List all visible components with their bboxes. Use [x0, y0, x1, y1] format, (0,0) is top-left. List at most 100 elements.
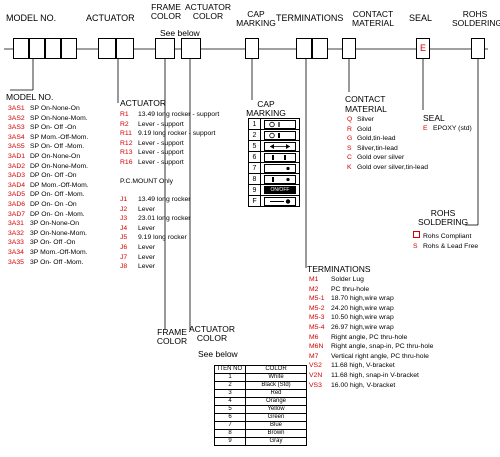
- cap-row: 1: [248, 118, 300, 130]
- termination-item-code: M1: [309, 276, 319, 283]
- color-table-heading: ITEN NO: [214, 365, 246, 374]
- pc-mount-item-desc: Lever: [138, 243, 156, 251]
- color-item-number: 2: [214, 381, 246, 390]
- color-name: Yellow: [245, 405, 307, 414]
- model-item-code: 3AD1: [8, 152, 26, 160]
- color-name: Orange: [245, 397, 307, 406]
- model-item-desc: 3P On- Off -On: [30, 239, 76, 247]
- cap-number: 6: [248, 151, 261, 163]
- color-name: Gray: [245, 437, 307, 446]
- model-item-desc: DP On- On -Mom.: [30, 210, 85, 218]
- code-box: [342, 38, 356, 59]
- code-box: [245, 38, 259, 59]
- model-item-desc: SP On-None-Mom.: [30, 114, 88, 122]
- contact-item-desc: Silver: [357, 116, 374, 123]
- color-item-number: 1: [214, 373, 246, 382]
- termination-item-desc: Right angle, PC thru-hole: [331, 333, 408, 341]
- termination-item-desc: Solder Lug: [331, 276, 364, 283]
- seal-item-code: E: [423, 125, 428, 132]
- model-item: 3AS5 SP On- Off -Mom.: [8, 142, 89, 152]
- actuator-item-code: R13: [120, 149, 133, 157]
- seal-item-desc: EPOXY (std): [433, 125, 472, 132]
- color-name: Black (Std): [245, 381, 307, 390]
- dot-icon: [264, 163, 296, 173]
- model-item-code: 3AD7: [8, 210, 26, 218]
- model-title: MODEL NO.: [6, 92, 54, 102]
- termination-item-code: VS2: [309, 362, 322, 370]
- color-name: Green: [245, 413, 307, 422]
- pc-mount-item-code: J8: [120, 263, 128, 271]
- actuator-color-header: ACTUATOR COLOR: [185, 2, 231, 21]
- code-box: [98, 38, 116, 59]
- termination-item-desc: Vertical right angle, PC thru-hole: [331, 352, 429, 360]
- model-item-code: 3AS3: [8, 124, 25, 132]
- contact-item-desc: Gold over silver,tin-lead: [357, 163, 429, 171]
- model-item-code: 3AS5: [8, 143, 25, 151]
- model-item-desc: SP On-None-On: [30, 105, 80, 112]
- color-item-number: 4: [214, 397, 246, 406]
- termination-item-code: V2N: [309, 371, 323, 379]
- model-item-code: 3A34: [8, 248, 24, 256]
- termination-item-desc: Right angle, snap-in, PC thru-hole: [331, 343, 434, 351]
- rohs-item-code: S: [413, 242, 418, 250]
- model-item-desc: 3P On- Off -Mom.: [30, 258, 84, 266]
- terminations-header: TERMINATIONS: [276, 13, 344, 23]
- model-item-desc: DP On- On -On: [30, 200, 77, 208]
- dash-dot-icon: [264, 196, 296, 206]
- rohs-title: ROHS SOLDERING: [418, 208, 469, 227]
- actuator-item-desc: 13.49 long rocker - support: [138, 111, 220, 118]
- model-item-code: 3A31: [8, 220, 24, 228]
- color-item-number: 9: [214, 437, 246, 446]
- color-name: Blue: [245, 421, 307, 430]
- seal-code-box: E: [416, 38, 430, 59]
- bar-dot-icon: [264, 174, 296, 184]
- contact-material-header: CONTACT MATERIAL: [352, 9, 394, 28]
- cap-row: 6: [248, 151, 300, 163]
- termination-item-code: VS3: [309, 381, 322, 389]
- termination-item-desc: PC thru-hole: [331, 285, 370, 293]
- cap-number: 8: [248, 173, 261, 185]
- contact-title: CONTACT MATERIAL: [345, 94, 387, 114]
- actuator-item-code: R16: [120, 158, 133, 166]
- color-name: White: [245, 373, 307, 382]
- model-item-desc: SP On- Off -Mom.: [30, 143, 85, 151]
- cap-number: 5: [248, 140, 261, 152]
- contact-item-code: Q: [347, 116, 353, 123]
- code-box: [29, 38, 45, 59]
- contact-item-desc: Gold: [357, 125, 372, 133]
- termination-item-desc: 26.97 high,wire wrap: [331, 323, 394, 331]
- seal-title: SEAL: [423, 113, 445, 123]
- terminations-title: TERMINATIONS: [307, 264, 371, 274]
- model-header: MODEL NO.: [6, 13, 57, 23]
- termination-item-desc: 11.68 high, V-bracket: [331, 362, 395, 370]
